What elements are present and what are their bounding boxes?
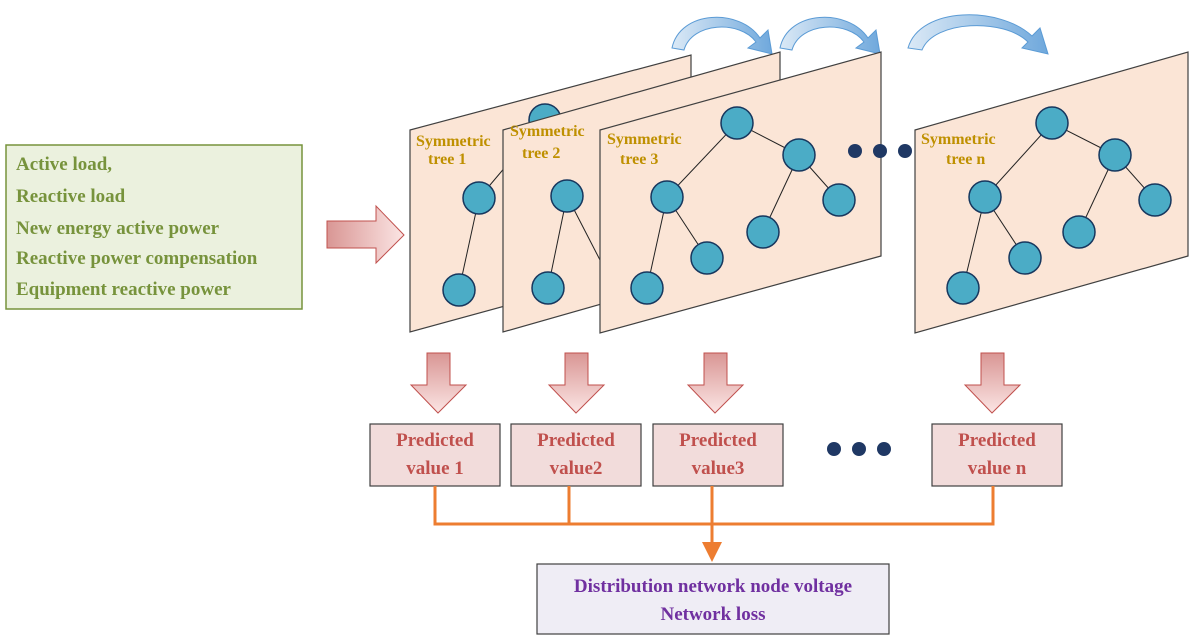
prediction-label: value n [968,458,1027,479]
input-line: Active load, [16,154,112,175]
tree-label: Symmetric [510,123,585,140]
output-line: Distribution network node voltage [574,576,852,597]
tree-label: Symmetric [607,131,682,148]
ellipsis-dots-icon [827,442,891,456]
output-line: Network loss [660,604,765,625]
tree-label: tree n [946,151,985,168]
prediction-box-2: Predicted value2 [510,423,642,487]
prediction-label: Predicted [396,430,474,451]
prediction-label: value 1 [406,458,464,479]
tree-label: tree 1 [428,151,466,168]
curved-arrow-icon [907,14,1049,55]
prediction-label: Predicted [679,430,757,451]
input-line: New energy active power [16,218,220,239]
prediction-box-3: Predicted value3 [652,423,784,487]
down-arrow-icon [409,352,468,414]
input-line: Equipment reactive power [16,279,232,300]
input-features-box: Active load, Reactive load New energy ac… [5,144,303,310]
tree-label: tree 3 [620,151,658,168]
down-arrow-icon [547,352,606,414]
prediction-label: value3 [692,458,745,479]
tree-label: Symmetric [416,133,491,150]
tree-panel-3: Symmetric tree 3 [599,51,882,334]
curved-arrow-icon [779,16,881,55]
tree-nodes [946,106,1172,305]
ellipsis-dots-icon [848,144,912,158]
down-arrow-icon [686,352,745,414]
down-arrow-icon [702,542,722,562]
output-box: Distribution network node voltage Networ… [536,563,890,635]
down-arrow-icon [963,352,1022,414]
prediction-label: Predicted [958,430,1036,451]
prediction-label: value2 [550,458,603,479]
tree-label: Symmetric [921,131,996,148]
tree-nodes [531,179,601,305]
right-arrow-icon [326,204,405,265]
prediction-label: Predicted [537,430,615,451]
tree-label: tree 2 [522,145,560,162]
tree-nodes [630,106,856,305]
input-line: Reactive load [16,186,126,207]
tree-panel-n: Symmetric tree n [914,51,1189,334]
input-line: Reactive power compensation [16,248,258,269]
prediction-box-n: Predicted value n [931,423,1063,487]
aggregation-connector [433,486,995,546]
prediction-box-1: Predicted value 1 [369,423,501,487]
curved-arrow-icon [671,16,773,55]
